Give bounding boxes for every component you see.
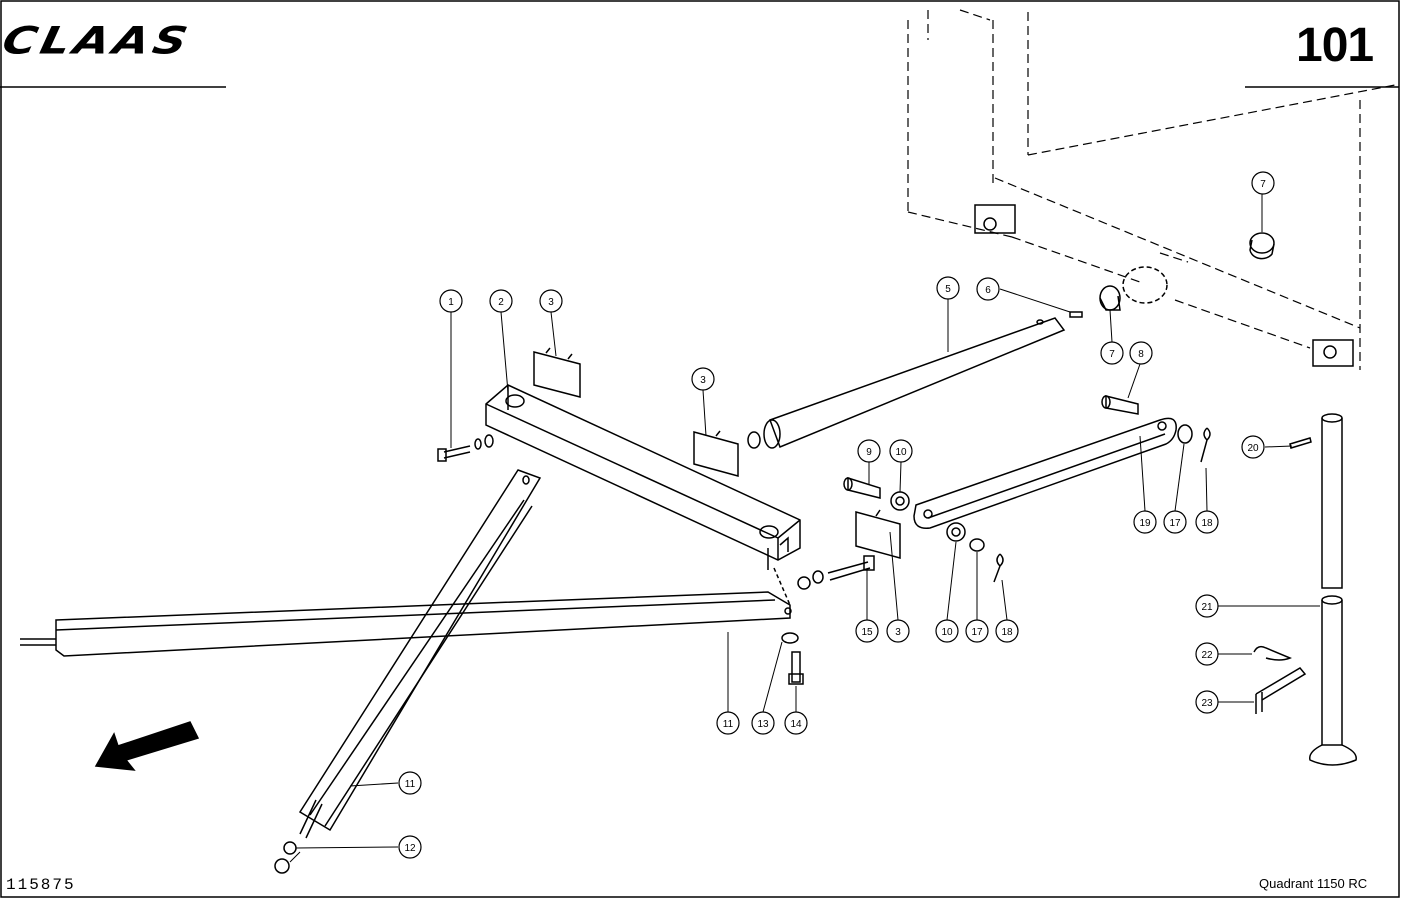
callout-18-a — [1195, 510, 1219, 534]
callout-10-a — [889, 439, 913, 463]
beam-2 — [485, 384, 801, 570]
callout-label: 2 — [498, 297, 504, 308]
frame-bracket-left — [974, 204, 1016, 234]
callout-3-c — [886, 619, 910, 643]
leader-lines — [289, 194, 1320, 863]
callout-21 — [1195, 594, 1219, 618]
washer-10-b — [946, 522, 966, 542]
callout-label: 12 — [404, 843, 416, 854]
bushing-7-top — [1249, 232, 1275, 260]
callout-12 — [398, 835, 422, 859]
shim-plate-3-a — [533, 347, 581, 398]
callout-label: 7 — [1260, 179, 1266, 190]
callout-label: 13 — [757, 719, 769, 730]
callout-5 — [936, 276, 960, 300]
callout-1 — [439, 289, 463, 313]
shaft-5 — [747, 317, 1066, 449]
machine-frame-phantom — [907, 9, 1396, 370]
callout-label: 22 — [1201, 650, 1213, 661]
callout-label: 20 — [1247, 443, 1259, 454]
callout-label: 8 — [1138, 349, 1144, 360]
page-number: 101 — [1296, 19, 1374, 72]
jack-stand-21 — [1309, 413, 1357, 766]
callout-label: 11 — [405, 779, 416, 790]
callout-label: 11 — [723, 719, 734, 730]
link-19 — [913, 417, 1177, 529]
callout-label: 3 — [895, 627, 901, 638]
callout-label: 5 — [945, 284, 951, 295]
callout-bubbles — [398, 171, 1275, 859]
callout-11-b — [398, 771, 422, 795]
callout-14 — [784, 711, 808, 735]
callout-17-b — [965, 619, 989, 643]
callout-label: 19 — [1139, 518, 1151, 529]
callout-11-a — [716, 711, 740, 735]
callout-23 — [1195, 690, 1219, 714]
callout-20 — [1241, 435, 1265, 459]
callout-22 — [1195, 642, 1219, 666]
washer-17-a — [1177, 424, 1193, 444]
spring-clip-22 — [1253, 645, 1292, 661]
washer-10-a — [890, 491, 910, 511]
crank-handle-23 — [1255, 667, 1307, 714]
callout-7-mid — [1100, 341, 1124, 365]
callout-label: 6 — [985, 285, 991, 296]
callout-label: 18 — [1201, 518, 1213, 529]
callout-9 — [857, 439, 881, 463]
nut-washer-15 — [797, 555, 875, 590]
clip-18-b — [993, 553, 1004, 583]
bolt-1 — [437, 434, 494, 462]
pin-8 — [1101, 395, 1139, 415]
callout-3-a — [539, 289, 563, 313]
nuts-12 — [274, 841, 297, 874]
callout-7-top — [1251, 171, 1275, 195]
callout-label: 9 — [866, 447, 872, 458]
shim-plate-3-c — [855, 509, 901, 559]
callout-8 — [1129, 341, 1153, 365]
callout-10-b — [935, 619, 959, 643]
callout-label: 14 — [790, 719, 802, 730]
callout-label: 3 — [548, 297, 554, 308]
callout-label: 17 — [971, 627, 983, 638]
washer-17-b — [969, 538, 985, 552]
callout-label: 15 — [861, 627, 873, 638]
clip-18-a — [1200, 427, 1211, 463]
shim-plate-3-b — [693, 430, 739, 477]
pin-6 — [1069, 311, 1083, 318]
callout-label: 7 — [1109, 349, 1115, 360]
callout-2 — [489, 289, 513, 313]
callout-label: 17 — [1169, 518, 1181, 529]
callout-label: 21 — [1201, 602, 1213, 613]
callout-15 — [855, 619, 879, 643]
callout-17-a — [1163, 510, 1187, 534]
callout-labels: 1 2 3 3 5 6 7 7 8 9 10 3 15 10 17 18 19 … — [404, 179, 1266, 854]
callout-label: 10 — [941, 627, 953, 638]
frame-pivot-boss — [1122, 266, 1168, 304]
callout-label: 10 — [895, 447, 907, 458]
callout-label: 23 — [1201, 698, 1213, 709]
callout-label: 18 — [1001, 627, 1013, 638]
bolt-14 — [788, 651, 804, 685]
document-number: 115875 — [6, 876, 76, 894]
pin-9 — [843, 476, 881, 499]
callout-label: 1 — [448, 297, 454, 308]
frame-bracket-right — [1312, 339, 1354, 367]
callout-6 — [976, 277, 1000, 301]
direction-arrow — [94, 721, 200, 771]
callout-label: 3 — [700, 375, 706, 386]
callout-18-b — [995, 619, 1019, 643]
arm-11-horizontal — [20, 591, 792, 657]
callout-13 — [751, 711, 775, 735]
pin-20 — [1289, 437, 1312, 449]
washer-13 — [781, 632, 799, 644]
bushing-7-mid — [1099, 285, 1121, 311]
model-name: Quadrant 1150 RC — [1259, 876, 1368, 891]
callout-19 — [1133, 510, 1157, 534]
callout-3-b — [691, 367, 715, 391]
arm-11-diagonal — [298, 469, 542, 839]
